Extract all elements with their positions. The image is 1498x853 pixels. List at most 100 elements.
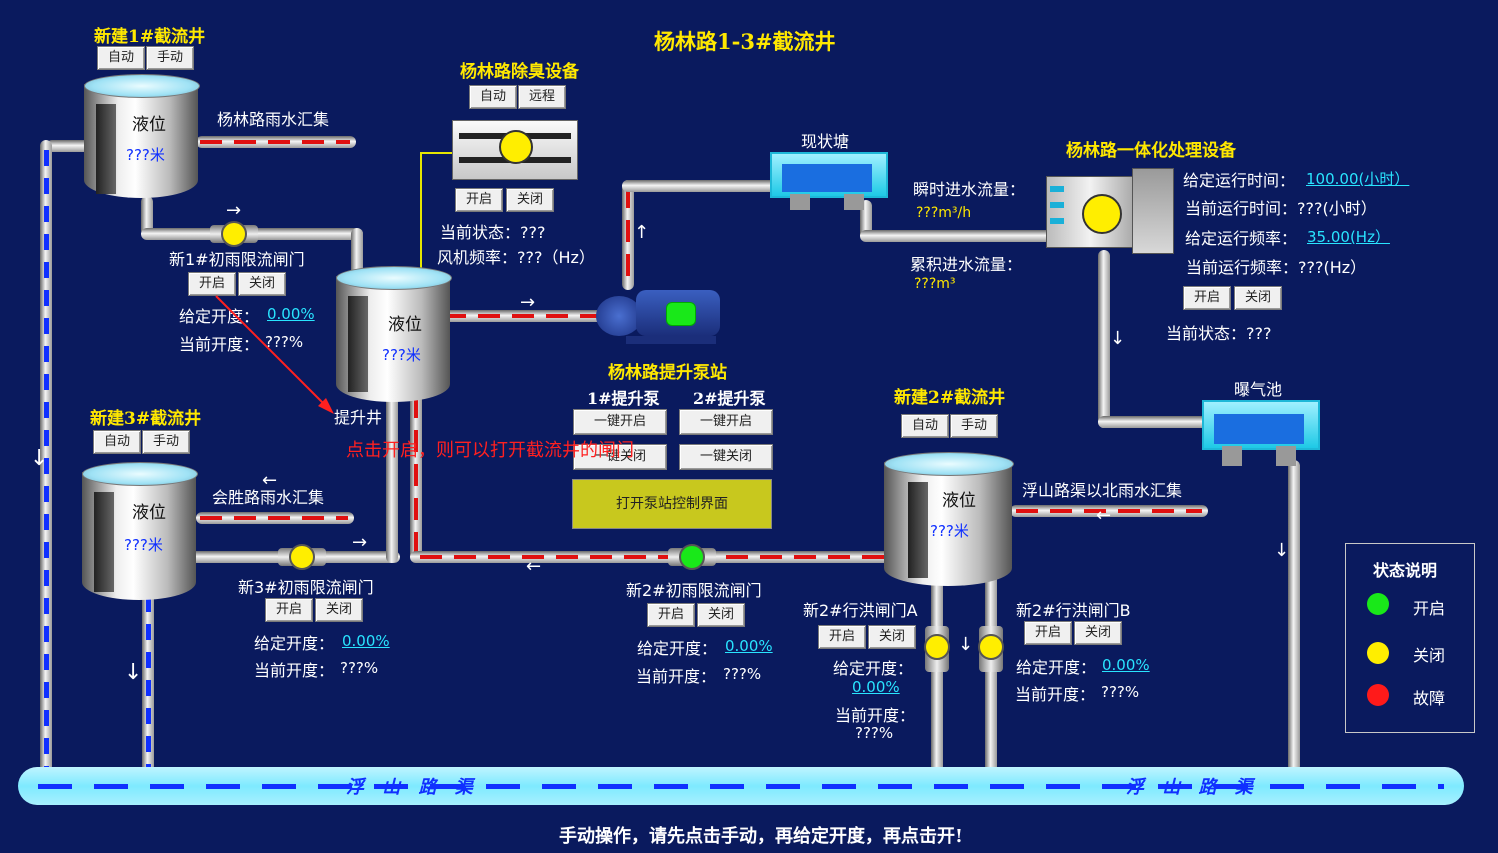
legend-closed-label: 关闭 — [1413, 646, 1446, 665]
pipe — [1098, 250, 1110, 428]
valve2-current-label: 当前开度： — [636, 667, 717, 686]
pipe — [386, 390, 398, 563]
legend-fault-label: 故障 — [1413, 689, 1446, 708]
valve3-close-button[interactable]: 关闭 — [315, 598, 363, 622]
pond-basin — [770, 152, 888, 210]
well3-auto-button[interactable]: 自动 — [93, 430, 141, 454]
well1-auto-button[interactable]: 自动 — [97, 46, 145, 70]
flood-gate-b-current-label: 当前开度： — [1015, 685, 1096, 704]
well3-tank: 液位 ???米 — [82, 462, 198, 600]
valve2-name: 新2#初雨限流闸门 — [626, 581, 762, 600]
valve2-set-value[interactable]: 0.00% — [725, 637, 773, 655]
well2-manual-button[interactable]: 手动 — [950, 414, 998, 438]
flow-arrow: ← — [1096, 505, 1112, 526]
flood-gate-a-open-button[interactable]: 开启 — [818, 625, 866, 649]
valve2-close-button[interactable]: 关闭 — [697, 603, 745, 627]
legend-open-label: 开启 — [1413, 599, 1446, 618]
valve1-set-value[interactable]: 0.00% — [267, 305, 315, 323]
treatment-unit — [1046, 168, 1174, 254]
treatment-set-time-label: 给定运行时间： — [1183, 171, 1296, 190]
flow-arrow: ↓ — [958, 634, 974, 655]
aeration-basin — [1202, 400, 1320, 468]
lift-well-tank: 液位 ???米 — [336, 266, 452, 402]
legend-fault-dot — [1367, 684, 1389, 706]
valve1-open-button[interactable]: 开启 — [188, 272, 236, 296]
flow-indicator — [200, 140, 350, 144]
lift-well-level-value: ???米 — [382, 346, 421, 364]
pond-cumulative-flow-label: 累积进水流量： — [910, 255, 1023, 274]
valve3-name: 新3#初雨限流闸门 — [238, 578, 374, 597]
flow-arrow: ← — [526, 556, 542, 577]
flow-arrow: → — [352, 532, 368, 553]
well2-tank: 液位 ???米 — [884, 452, 1014, 586]
flow-indicator — [1016, 509, 1202, 513]
valve2-set-label: 给定开度： — [637, 639, 718, 658]
pond-instant-flow-label: 瞬时进水流量： — [913, 180, 1026, 199]
well3-level-value: ???米 — [124, 536, 163, 554]
annotation-text: 点击开启，则可以打开截流井的闸门 — [346, 440, 634, 461]
well1-title: 新建1#截流井 — [94, 27, 206, 47]
flow-indicator — [44, 150, 49, 768]
deodor-remote-button[interactable]: 远程 — [518, 85, 566, 109]
canal-label-right: 浮 山 路 渠 — [1126, 777, 1259, 798]
flow-arrow: ↑ — [634, 222, 650, 243]
valve3-open-button[interactable]: 开启 — [265, 598, 313, 622]
treatment-current-time: 当前运行时间：???(小时） — [1185, 199, 1377, 218]
treatment-set-frequency-value[interactable]: 35.00(Hz） — [1307, 228, 1390, 246]
deodor-open-button[interactable]: 开启 — [455, 188, 503, 212]
canal-label-left: 浮 山 路 渠 — [346, 777, 479, 798]
aeration-name: 曝气池 — [1234, 380, 1283, 399]
well3-manual-button[interactable]: 手动 — [142, 430, 190, 454]
flood-gate-b-set-value[interactable]: 0.00% — [1102, 656, 1150, 674]
treatment-open-button[interactable]: 开启 — [1183, 286, 1231, 310]
annotation-arrow — [215, 295, 334, 414]
lift-pump — [596, 280, 726, 350]
pipe — [1288, 460, 1300, 772]
flood-gate-b-close-button[interactable]: 关闭 — [1074, 621, 1122, 645]
deodor-unit — [452, 120, 578, 180]
pump2-stop-button[interactable]: 一键关闭 — [679, 444, 773, 470]
well1-manual-button[interactable]: 手动 — [146, 46, 194, 70]
flood-gate-a-set-value[interactable]: 0.00% — [852, 678, 900, 696]
flood-gate-b-status-indicator — [978, 634, 1004, 660]
flood-gate-a-name: 新2#行洪闸门A — [803, 601, 918, 620]
flow-arrow: → — [520, 292, 536, 313]
well2-level-value: ???米 — [930, 522, 969, 540]
treatment-close-button[interactable]: 关闭 — [1234, 286, 1282, 310]
flow-indicator — [200, 516, 348, 520]
flow-arrow: ← — [262, 470, 278, 491]
flow-indicator — [414, 396, 418, 554]
open-pump-station-panel-button[interactable]: 打开泵站控制界面 — [572, 479, 772, 529]
pump1-stop-button[interactable]: 一键关闭 — [573, 444, 667, 470]
well1-inflow-label: 杨林路雨水汇集 — [217, 110, 330, 129]
status-legend: 状态说明 开启 关闭 故障 — [1345, 543, 1475, 733]
flood-gate-b-current-value: ???% — [1101, 683, 1140, 701]
deodor-close-button[interactable]: 关闭 — [506, 188, 554, 212]
pipe — [860, 230, 1056, 242]
flood-gate-a-close-button[interactable]: 关闭 — [868, 625, 916, 649]
pump1-start-button[interactable]: 一键开启 — [573, 409, 667, 435]
flood-gate-b-open-button[interactable]: 开启 — [1024, 621, 1072, 645]
pipe — [622, 180, 792, 192]
valve2-open-button[interactable]: 开启 — [647, 603, 695, 627]
deodor-auto-button[interactable]: 自动 — [469, 85, 517, 109]
flow-indicator — [626, 186, 630, 286]
pond-instant-flow-value: ???m³/h — [916, 205, 972, 221]
valve3-set-value[interactable]: 0.00% — [342, 632, 390, 650]
valve3-current-value: ???% — [340, 659, 379, 677]
flow-arrow: ↓ — [124, 660, 143, 685]
valve1-status-indicator — [221, 221, 247, 247]
flow-indicator — [420, 555, 884, 559]
footer-instruction: 手动操作，请先点击手动，再给定开度，再点击开! — [559, 826, 963, 847]
valve3-status-indicator — [289, 544, 315, 570]
pipe — [351, 228, 363, 278]
pump2-start-button[interactable]: 一键开启 — [679, 409, 773, 435]
pump1-title: 1#提升泵 — [587, 389, 660, 408]
flow-indicator — [146, 596, 151, 768]
treatment-set-time-value[interactable]: 100.00(小时） — [1306, 170, 1410, 188]
treatment-status-indicator — [1082, 194, 1122, 234]
valve1-close-button[interactable]: 关闭 — [238, 272, 286, 296]
well2-auto-button[interactable]: 自动 — [901, 414, 949, 438]
connector-line — [420, 152, 460, 154]
